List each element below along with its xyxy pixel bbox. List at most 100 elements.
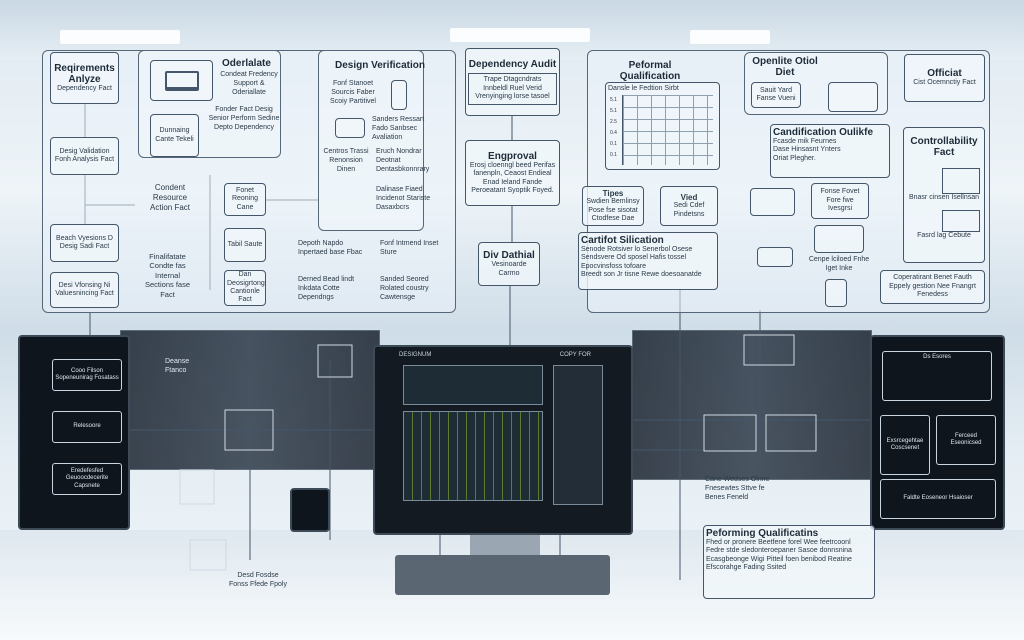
rack-label: Eredefesfed Geuoocdecerite Capsnete [52,463,122,495]
dunnaing-box[interactable]: Dunnaing Cante Tekeli [150,114,199,157]
tick: 5.1 [610,97,617,104]
design-verification-title: Design Verification [334,60,426,71]
floating-note: Cane Wedses Olnne Fnesewtes Sttve fe Ben… [705,476,770,501]
rack-label: Exsrcegehtae Coscsenet [880,415,930,475]
engproval-box[interactable]: Engproval Erosj cloenngl beed Perifas fa… [465,140,560,206]
controlability-box[interactable]: Controllability Fact Bnasr cinsen Iselln… [903,127,985,263]
console-base [395,555,610,595]
fonet-box[interactable]: Fonet Reoning Cane [224,183,266,216]
list-item: Epocvinsfoss tofoare [581,262,646,270]
rack-label: Cooo Filson Sopeneunirag Fosatass [52,359,122,391]
branch-versions-box[interactable]: Beach Vyesions D Desig Sadi Fact [50,224,119,262]
controlability-note: Fasrd lag Cebute [917,232,971,240]
rack-label: Ferceed Eseonicsed [936,415,996,465]
monitor-icon [335,118,365,138]
list-item: Ecasgbeonge Wigi Pitteil foen benibod Re… [706,555,852,563]
dv-item: Sanders Ressart Fado Sanbsec Avaliation [372,116,425,141]
device-brand: COPY FOR [559,352,591,358]
dv-item: Centros Trassi Renonsion Dinen [323,148,369,173]
control-panel[interactable] [553,365,603,505]
note: Derned Bead lindt Inkdata Cotte Dependng… [298,276,355,301]
openline-box[interactable]: Sauit Yard Fanse Vueni [751,82,801,108]
vied-box[interactable]: Vied Sedi Cdef Pindetsns [660,186,718,226]
engproval-title: Engproval [488,150,537,162]
oderlalate-note: Condeat Fredency Support & Oderiallate [220,71,278,96]
tabil-saute-box[interactable]: Tabil Saute [224,228,266,262]
performing-title: Peforming Qualificatins [706,528,819,539]
dv-item: Eruch Nondrar Deotnat Dentasbkonnrary [376,148,430,173]
requirements-analysis-box[interactable]: Reqirements Anlyze Dependency Fact [50,52,119,104]
fonse-box[interactable]: Fonse Fovet Fore fwe Ivesgrsi [811,183,869,219]
floating-note: Deanse Ftanco [165,358,190,374]
list-item: Efscorahge Fading Ssited [706,564,787,572]
tipes-box[interactable]: Tipes Swdien Bemlinsy Pose fse sisotat C… [582,186,644,226]
rack-label: Ds Esores [882,351,992,401]
tick: 0.1 [610,141,617,148]
ceiling-light [690,30,770,44]
servers-icon [814,225,864,253]
laptop-box [150,60,213,101]
note: Depoth Napdo Inpertaed base Fbac [298,240,363,256]
vied-title: Vied [680,192,698,202]
engproval-text: Erosj cloenngl beed Perifas fanenpln, Ce… [469,161,556,194]
cartifot-box[interactable]: Cartifot Silication Senode Rotsiver lo S… [578,232,718,290]
rack-label: Faldte Eoseneor Hsaioser [880,479,996,519]
floating-note: Desd Fosdse Fonss Ffede Fpoly [229,572,287,588]
display-screen [403,365,543,405]
officiat-title: Officiat [927,68,962,80]
list-item: Senode Rotsiver lo Senerbol Osese [581,246,693,253]
list-item: Fhed or pronere Beetfene forel Wee feetr… [706,539,851,546]
controlability-note: Bnasr cinsen Isellnsan [908,194,980,201]
div-dathial-title: Div Dathial [483,250,535,262]
coperation-box[interactable]: Coperatirant Benet Fauth Eppely gestion … [880,270,985,304]
meter-panel [403,411,543,501]
requirements-title: Reqirements Anlyze [54,62,115,85]
ceiling-light [60,30,180,44]
requirements-sub: Dependency Fact [57,84,112,92]
tipes-title: Tipes [602,188,624,198]
list-item: Fedre stde sledonteroepaner Sasoe donnsn… [706,547,852,555]
tick: 0.4 [610,130,617,137]
design-validation-box[interactable]: Desig Validation Fonh Analysis Fact [50,137,119,175]
dan-box[interactable]: Dan Deosigrtong Cantionle Fact [224,270,266,306]
dependency-audit-box[interactable]: Dependency Audit Trape Dtagcndrats Innbe… [465,48,560,116]
rack-icon [942,168,980,194]
tick: 5.1 [610,108,617,115]
console-stand [470,535,540,555]
dependency-audit-title: Dependency Audit [468,59,557,71]
server-rack-row [120,330,380,470]
oderlalate-note-2: Fonder Fact Desig Senior Perform Sedine … [208,106,280,131]
div-dathial-box[interactable]: Div Dathial Vesinoarde Carmo [478,242,540,286]
ceiling-light [450,28,590,42]
officiat-box[interactable]: Officiat Cist Ocemnctiy Fact [904,54,985,102]
cable-device [290,488,330,532]
device-icon [391,80,407,110]
caper-note: Cenpe lciloed Fnhe Iget Inke [808,256,870,272]
device-label: DESIGNUM [399,352,432,358]
monitor-icon [757,247,793,267]
officiat-text: Cist Ocemnctiy Fact [913,79,976,87]
candification-text: Fcasde mik Feurnes Dase Hinsasnt Ynters … [773,138,841,162]
condent-resource-label: Condent Resource Action Fact [149,183,190,212]
bar-chart-icon [750,188,795,216]
rack-label: Relesoore [52,411,122,443]
note: Fonf Intmend Inset Sture [380,240,439,256]
left-server-rack: Cooo Filson Sopeneunirag Fosatass Releso… [18,335,130,530]
central-console[interactable]: DESIGNUM COPY FOR [373,345,633,535]
design-verification-panel [318,50,424,231]
design-versioning-box[interactable]: Desi Vfonsing Ni Valuesnincing Fact [50,272,119,308]
right-server-rack: Ds Esores Exsrcegehtae Coscsenet Ferceed… [870,335,1005,530]
candification-box[interactable]: Candification Oulikfe Fcasde mik Feurnes… [770,124,890,178]
dependency-audit-text: Trape Dtagcndrats Innbeldl Ruel Verid Vr… [468,73,557,105]
chart-label: Dansle le Fedtion Sirbt [608,85,679,92]
list-item: Breedt son Jr tisne Rewe doesoanatde [581,271,702,279]
performing-qualifications-box[interactable]: Peforming Qualificatins Fhed or pronere … [703,525,875,599]
div-dathial-text: Vesinoarde Carmo [491,261,527,277]
tablet-icon [825,279,847,307]
openline-title: Openlite Otiol Diet [752,56,818,78]
performal-title: Peformal Qualification [619,60,681,82]
server-rack-row [632,330,872,480]
screen-icon [942,210,980,233]
